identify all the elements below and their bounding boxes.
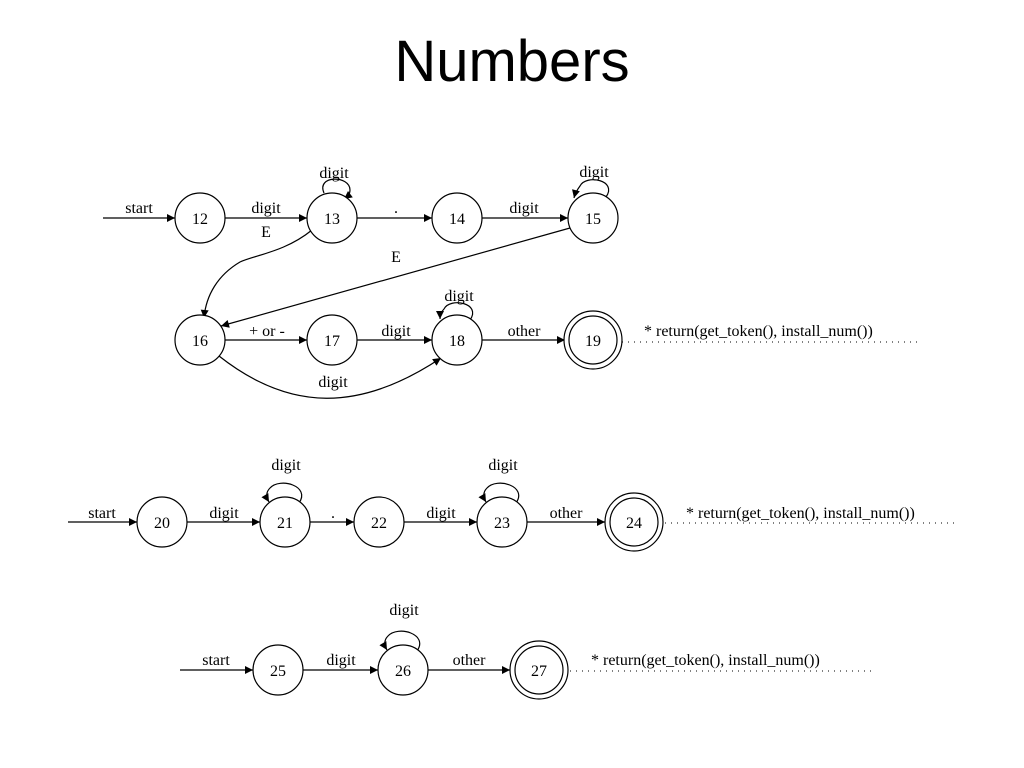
edge-label: E <box>261 224 271 241</box>
diagram-1: 12 13 14 15 16 17 18 19 start digit digi… <box>103 164 922 399</box>
action-text: * return(get_token(), install_num()) <box>644 323 873 340</box>
edge-label: other <box>453 652 487 669</box>
edge-label: . <box>394 200 398 217</box>
edge-15-16 <box>220 227 571 328</box>
edge-label: other <box>508 323 542 340</box>
state-label: 13 <box>324 211 340 228</box>
state-18: 18 <box>431 314 483 366</box>
edge-21-21-loop <box>261 482 303 504</box>
edge-label: E <box>391 249 401 266</box>
edge-23-23-loop <box>478 482 520 504</box>
edge-label: digit <box>251 200 281 217</box>
edge-label: start <box>125 200 153 217</box>
edge-label: digit <box>426 505 456 522</box>
edge-label: start <box>202 652 230 669</box>
state-label: 25 <box>270 663 286 680</box>
page-title: Numbers <box>394 29 630 94</box>
state-22: 22 <box>353 496 405 548</box>
edge-label: other <box>550 505 584 522</box>
edge-label: digit <box>509 200 539 217</box>
state-19-final: 19 <box>563 310 623 370</box>
edge-label: digit <box>318 374 348 391</box>
state-label: 14 <box>449 211 465 228</box>
state-14: 14 <box>431 192 483 244</box>
state-26: 26 <box>377 644 429 696</box>
edge-label: digit <box>389 602 419 619</box>
action-text: * return(get_token(), install_num()) <box>591 652 820 669</box>
state-label: 18 <box>449 333 465 350</box>
edge-18-18-loop <box>436 302 474 321</box>
edge-label: + or - <box>249 323 285 340</box>
state-12: 12 <box>174 192 226 244</box>
edge-15-15-loop <box>572 179 610 199</box>
state-label: 24 <box>626 515 642 532</box>
state-label: 22 <box>371 515 387 532</box>
edge-label: start <box>88 505 116 522</box>
state-20: 20 <box>136 496 188 548</box>
edge-label: digit <box>271 457 301 474</box>
state-label: 26 <box>395 663 411 680</box>
edge-13-16 <box>200 229 313 319</box>
state-21: 21 <box>259 496 311 548</box>
state-label: 15 <box>585 211 601 228</box>
state-label: 27 <box>531 663 547 680</box>
diagram-3: 25 26 27 start digit digit other * retur… <box>180 602 872 700</box>
edge-label: digit <box>381 323 411 340</box>
state-label: 16 <box>192 333 208 350</box>
edge-label: digit <box>319 165 349 182</box>
edge-26-26-loop <box>379 630 421 652</box>
edge-label: . <box>331 505 335 522</box>
state-16: 16 <box>174 314 226 366</box>
state-label: 19 <box>585 333 601 350</box>
state-27-final: 27 <box>509 640 569 700</box>
state-label: 12 <box>192 211 208 228</box>
edge-label: digit <box>579 164 609 181</box>
action-text: * return(get_token(), install_num()) <box>686 505 915 522</box>
state-15: 15 <box>567 192 619 244</box>
state-label: 17 <box>324 333 340 350</box>
state-label: 21 <box>277 515 293 532</box>
edge-label: digit <box>444 288 474 305</box>
state-23: 23 <box>476 496 528 548</box>
state-25: 25 <box>252 644 304 696</box>
edge-label: digit <box>326 652 356 669</box>
diagram-2: 20 21 22 23 24 start digit digit . digit… <box>68 457 958 552</box>
state-label: 20 <box>154 515 170 532</box>
edge-16-18 <box>218 355 442 399</box>
state-13: 13 <box>306 192 358 244</box>
edge-label: digit <box>209 505 239 522</box>
state-17: 17 <box>306 314 358 366</box>
edge-13-13-loop <box>322 178 353 200</box>
edge-label: digit <box>488 457 518 474</box>
state-24-final: 24 <box>604 492 664 552</box>
state-label: 23 <box>494 515 510 532</box>
